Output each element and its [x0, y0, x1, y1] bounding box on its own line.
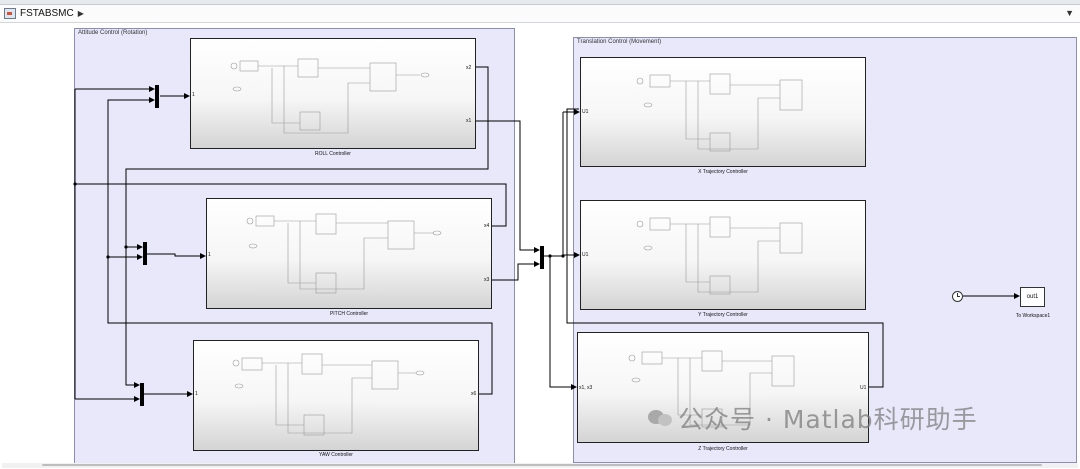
to-workspace-label: To Workspace1	[1015, 313, 1051, 319]
breadcrumb-chevron-icon[interactable]: ▶	[77, 9, 84, 18]
translation-area-label: Translation Control (Movement)	[577, 39, 662, 45]
roll-controller-block[interactable]	[190, 38, 476, 149]
wire-z-u1-feedback	[566, 108, 884, 388]
pitch-controller-label: PITCH Controller	[329, 311, 369, 317]
horizontal-scrollbar[interactable]	[2, 463, 1078, 468]
x-trajectory-controller-block[interactable]	[580, 57, 866, 167]
y-trajectory-controller-block[interactable]	[580, 200, 866, 310]
yaw-controller-block[interactable]	[193, 340, 479, 451]
wire-roll-x2-feedback	[125, 66, 489, 250]
yaw-controller-label: YAW Controller	[319, 452, 353, 458]
window-top-strip	[0, 0, 1080, 5]
yaw-out-port-x6: x6	[471, 391, 477, 397]
watermark: 公众号 · Matlab科研助手	[648, 400, 978, 436]
signal-lines	[73, 66, 1020, 402]
mux-translation[interactable]	[540, 246, 544, 269]
z-in-port: x1, x3	[579, 385, 593, 391]
z-trajectory-controller-block[interactable]	[577, 332, 869, 443]
z-out-port-u1: U1	[860, 385, 867, 391]
wire-yaw-x6-feedback	[107, 254, 493, 395]
wire-roll-x1-to-mux	[476, 120, 540, 253]
clock-icon[interactable]	[952, 291, 963, 302]
roll-out-port-x1: x1	[466, 118, 472, 124]
watermark-text: 公众号 · Matlab科研助手	[678, 405, 978, 434]
y-in-port: U1	[582, 252, 589, 258]
wire-mux-pitch-out	[146, 253, 206, 259]
roll-in-port: 1	[192, 92, 195, 98]
pitch-in-port: 1	[208, 252, 211, 258]
to-workspace-block[interactable]: out1	[1020, 287, 1045, 307]
internal-block-sketches	[230, 58, 803, 436]
dropdown-arrow-icon[interactable]: ▼	[1065, 8, 1074, 18]
wire-pitch-x4-feedback	[75, 183, 507, 227]
wire-x6-to-roll-mux	[107, 97, 155, 257]
pitch-out-port-x4: x4	[484, 223, 490, 229]
address-bar: FSTABSMC ▶ ▼	[0, 5, 1080, 23]
attitude-area-label: Attitude Control (Rotation)	[78, 30, 148, 36]
roll-out-port-x2: x2	[466, 65, 472, 71]
mux-yaw[interactable]	[140, 383, 144, 406]
mux-pitch[interactable]	[143, 242, 147, 265]
pitch-controller-block[interactable]	[206, 198, 492, 309]
yaw-in-port: 1	[195, 391, 198, 397]
y-trajectory-controller-label: Y Trajectory Controller	[698, 312, 748, 318]
x-in-port: U1	[582, 109, 589, 115]
wire-pitch-x3-to-mux	[492, 261, 540, 281]
roll-controller-label: ROLL Controller	[315, 151, 351, 157]
wire-x2-to-yaw-mux	[125, 247, 140, 388]
model-icon	[4, 8, 16, 19]
z-trajectory-controller-label: Z Trajectory Controller	[698, 446, 748, 452]
model-breadcrumb[interactable]: FSTABSMC	[20, 8, 74, 19]
pitch-out-port-x3: x3	[484, 277, 490, 283]
x-trajectory-controller-label: X Trajectory Controller	[698, 169, 748, 175]
wire-to-z-controller	[549, 256, 577, 390]
wechat-icon	[648, 408, 672, 428]
mux-roll[interactable]	[155, 85, 159, 108]
to-workspace-var: out1	[1026, 294, 1039, 300]
model-canvas[interactable]: Attitude Control (Rotation) Translation …	[0, 23, 1080, 464]
